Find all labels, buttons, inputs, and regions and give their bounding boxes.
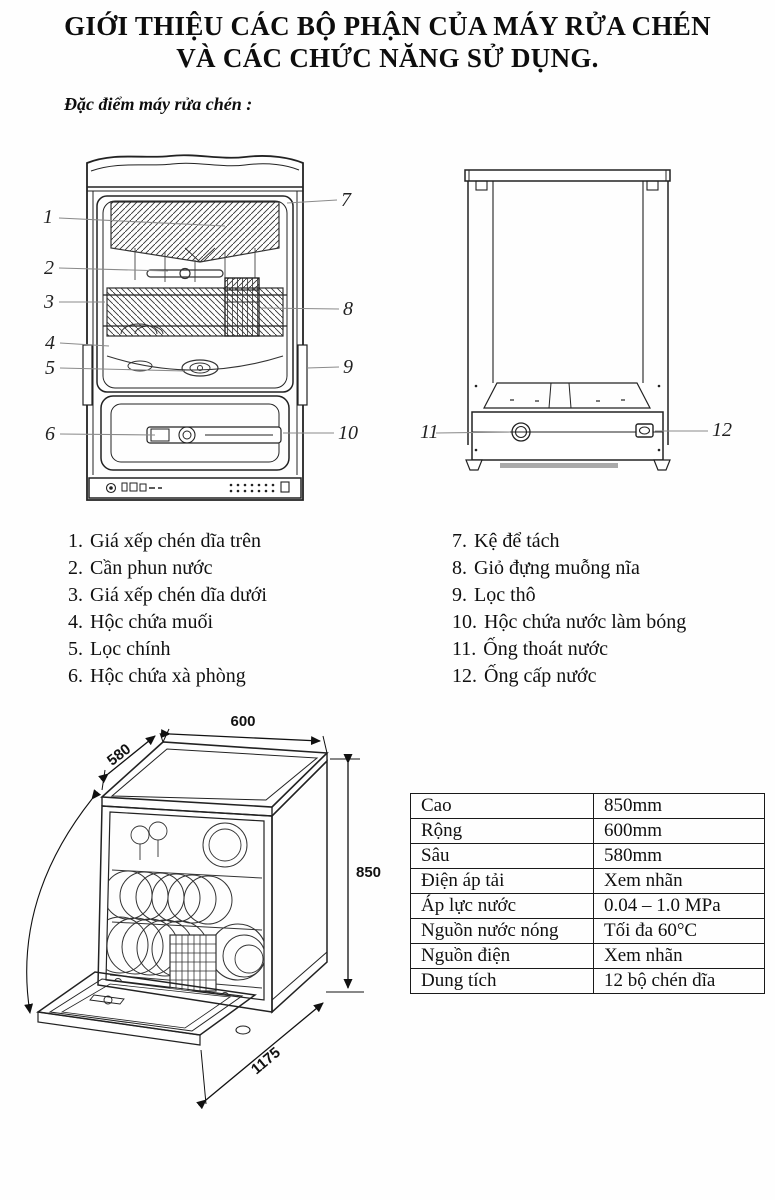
callout-1: 1 xyxy=(43,206,53,228)
dim-width-label: 600 xyxy=(230,713,256,730)
spec-value: Xem nhãn xyxy=(593,943,765,969)
spec-label: Nguồn điện xyxy=(410,943,594,969)
spray-arm xyxy=(146,267,224,280)
control-panel xyxy=(88,477,302,499)
iso-open-door xyxy=(36,971,257,1046)
water-inlet xyxy=(635,423,654,438)
callout-4: 4 xyxy=(45,332,55,354)
sump-filter xyxy=(106,355,284,377)
spec-value: 850mm xyxy=(593,793,765,819)
front-view-diagram: 1 2 3 4 5 6 7 8 9 10 xyxy=(35,130,365,505)
door-swing-arc xyxy=(24,789,102,1014)
list-item: 8.Giỏ đựng muỗng nĩa xyxy=(452,557,640,579)
spec-label: Dung tích xyxy=(410,968,594,994)
screw-dots xyxy=(474,384,661,452)
rear-view-drawing xyxy=(435,169,708,471)
list-item: 1.Giá xếp chén dĩa trên xyxy=(68,530,262,552)
list-item: 7.Kệ để tách xyxy=(452,530,560,552)
list-item: 3.Giá xếp chén dĩa dưới xyxy=(68,584,267,606)
detergent-dispenser xyxy=(146,426,282,444)
rear-bottom-band xyxy=(471,384,664,461)
list-item: 9.Lọc thô xyxy=(452,584,536,606)
rear-feet xyxy=(465,459,671,471)
spec-label: Rộng xyxy=(410,818,594,844)
callout-10: 10 xyxy=(338,422,358,444)
spec-value: 580mm xyxy=(593,843,765,869)
cabinet-outline xyxy=(86,154,304,501)
list-item: 2.Cần phun nước xyxy=(68,557,213,579)
callout-11: 11 xyxy=(420,421,439,443)
parts-list-left: 1.Giá xếp chén dĩa trên 2.Cần phun nước … xyxy=(68,528,267,690)
list-item: 5.Lọc chính xyxy=(68,638,171,660)
page-title: GIỚI THIỆU CÁC BỘ PHẬN CỦA MÁY RỬA CHÉN … xyxy=(0,10,775,74)
rear-leader-lines xyxy=(435,430,708,434)
callout-leader-lines xyxy=(58,199,340,436)
callout-9: 9 xyxy=(343,356,353,378)
list-item: 11.Ống thoát nước xyxy=(452,638,608,660)
spec-value: 600mm xyxy=(593,818,765,844)
list-item: 4.Hộc chứa muối xyxy=(68,611,214,633)
list-item: 10.Hộc chứa nước làm bóng xyxy=(452,611,687,633)
dimension-annotations xyxy=(24,728,364,1110)
spec-value: 0.04 – 1.0 MPa xyxy=(593,893,765,919)
rear-lower-plate xyxy=(483,382,651,409)
drain-outlet xyxy=(511,422,531,442)
dimensions-drawing xyxy=(24,728,364,1110)
iso-interior xyxy=(106,821,264,1000)
parts-list-right: 7.Kệ để tách 8.Giỏ đựng muỗng nĩa 9.Lọc … xyxy=(452,528,686,690)
section-subtitle: Đặc điểm máy rửa chén : xyxy=(64,94,253,114)
callout-5: 5 xyxy=(45,357,55,379)
page-title-line1: GIỚI THIỆU CÁC BỘ PHẬN CỦA MÁY RỬA CHÉN xyxy=(64,11,711,41)
spec-label: Sâu xyxy=(410,843,594,869)
front-view-drawing xyxy=(58,154,340,501)
callout-3: 3 xyxy=(44,291,54,313)
list-item: 12.Ống cấp nước xyxy=(452,665,597,687)
list-item: 6.Hộc chứa xà phòng xyxy=(68,665,246,687)
spec-value: Xem nhãn xyxy=(593,868,765,894)
dim-height-label: 850 xyxy=(356,864,382,881)
spec-label: Cao xyxy=(410,793,594,819)
callout-7: 7 xyxy=(341,189,351,211)
spec-label: Điện áp tải xyxy=(410,868,594,894)
spec-value: Tối đa 60°C xyxy=(593,918,765,944)
rear-view-diagram: 11 12 xyxy=(420,150,775,480)
spec-value: 12 bộ chén dĩa xyxy=(593,968,765,994)
cutlery-basket xyxy=(224,277,260,337)
dimensions-diagram: 600 580 850 1175 xyxy=(20,700,410,1120)
rear-frame xyxy=(464,169,671,445)
iso-cutlery-basket xyxy=(169,934,217,992)
button-dot-grid xyxy=(229,483,275,493)
upper-rack xyxy=(110,201,280,282)
callout-8: 8 xyxy=(343,298,353,320)
spec-label: Áp lực nước xyxy=(410,893,594,919)
callout-2: 2 xyxy=(44,257,54,279)
callout-6: 6 xyxy=(45,423,55,445)
page-title-line2: VÀ CÁC CHỨC NĂNG SỬ DỤNG. xyxy=(176,43,599,73)
callout-12: 12 xyxy=(712,419,732,441)
spec-label: Nguồn nước nóng xyxy=(410,918,594,944)
